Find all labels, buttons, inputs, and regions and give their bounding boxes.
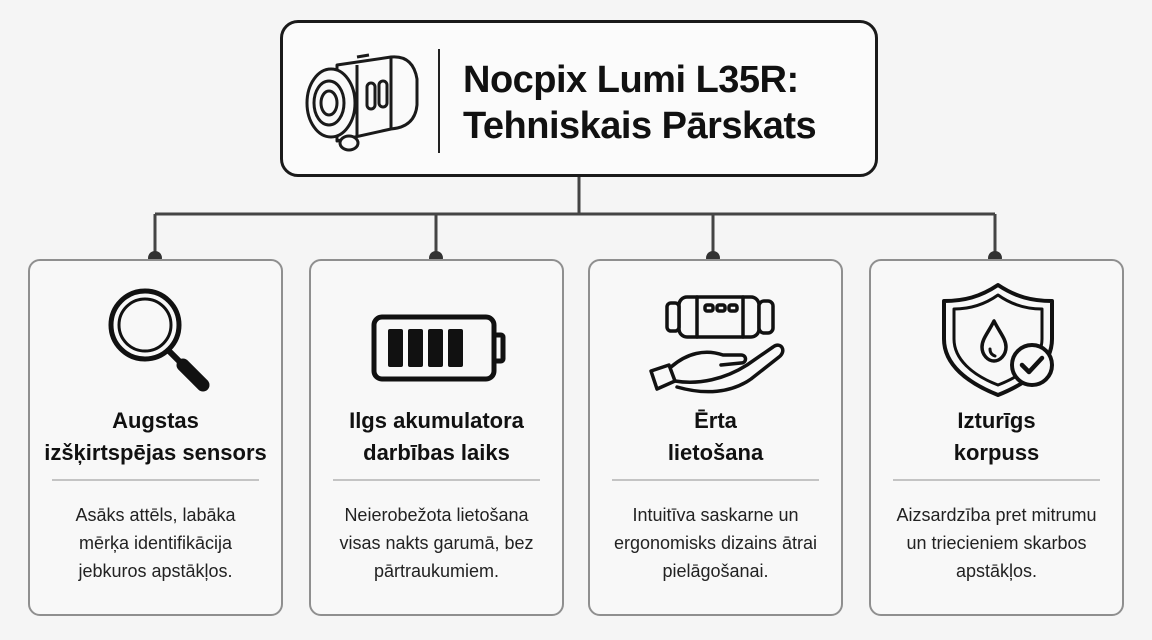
header-box: Nocpix Lumi L35R: Tehniskais Pārskats <box>280 20 878 177</box>
page-title-line: Nocpix Lumi L35R: <box>463 59 799 101</box>
card-description-line: Asāks attēls, labāka <box>75 505 236 525</box>
card-title: Ilgs akumulatora darbības laiks <box>311 405 562 469</box>
page-title: Nocpix Lumi L35R: Tehniskais Pārskats <box>463 57 863 149</box>
monocular-icon <box>305 53 419 152</box>
card-description-line: ergonomisks dizains ātrai <box>613 533 818 553</box>
card-description-line: visas nakts garumā, bez <box>339 533 534 553</box>
card-divider <box>333 479 540 481</box>
card-description: Intuitīva saskarne un ergonomisks dizain… <box>590 501 841 585</box>
card-description-line: Neierobežota lietošana <box>344 505 529 525</box>
card-description-line: pārtraukumiem. <box>373 561 500 581</box>
card-description-line: apstākļos. <box>955 561 1038 581</box>
card-description-line: mērķa identifikācija <box>78 533 233 553</box>
hand-holding-device-icon <box>649 295 785 394</box>
shield-water-check-icon <box>942 283 1054 397</box>
page-title-line: Tehniskais Pārskats <box>463 105 817 147</box>
feature-card-housing: Izturīgs korpuss Aizsardzība pret mitrum… <box>869 259 1124 616</box>
card-title: Ērta lietošana <box>590 405 841 469</box>
card-title-line: Ilgs akumulatora <box>349 408 524 433</box>
card-description-line: jebkuros apstākļos. <box>78 561 233 581</box>
card-title-line: Augstas <box>112 408 199 433</box>
card-description-line: pielāgošanai. <box>662 561 769 581</box>
card-title-line: lietošana <box>667 440 764 465</box>
magnifier-icon <box>108 288 210 392</box>
card-description: Aizsardzība pret mitrumu un triecieniem … <box>871 501 1122 585</box>
card-title-line: Izturīgs <box>957 408 1036 433</box>
card-description-line: Aizsardzība pret mitrumu <box>896 505 1097 525</box>
card-divider <box>893 479 1100 481</box>
card-divider <box>612 479 819 481</box>
card-title-line: izšķirtspējas sensors <box>44 440 267 465</box>
feature-card-battery: Ilgs akumulatora darbības laiks Neierobe… <box>309 259 564 616</box>
card-title: Augstas izšķirtspējas sensors <box>30 405 281 469</box>
card-title: Izturīgs korpuss <box>871 405 1122 469</box>
card-description-line: Intuitīva saskarne un <box>632 505 799 525</box>
feature-card-sensor: Augstas izšķirtspējas sensors Asāks attē… <box>28 259 283 616</box>
feature-card-usability: Ērta lietošana Intuitīva saskarne un erg… <box>588 259 843 616</box>
card-description: Asāks attēls, labāka mērķa identifikācij… <box>30 501 281 585</box>
header-divider <box>438 49 440 153</box>
card-divider <box>52 479 259 481</box>
battery-icon <box>371 314 506 382</box>
card-description-line: un triecieniem skarbos <box>906 533 1087 553</box>
card-title-line: korpuss <box>953 440 1040 465</box>
card-title-line: Ērta <box>694 408 737 433</box>
card-description: Neierobežota lietošana visas nakts garum… <box>311 501 562 585</box>
card-title-line: darbības laiks <box>363 440 510 465</box>
